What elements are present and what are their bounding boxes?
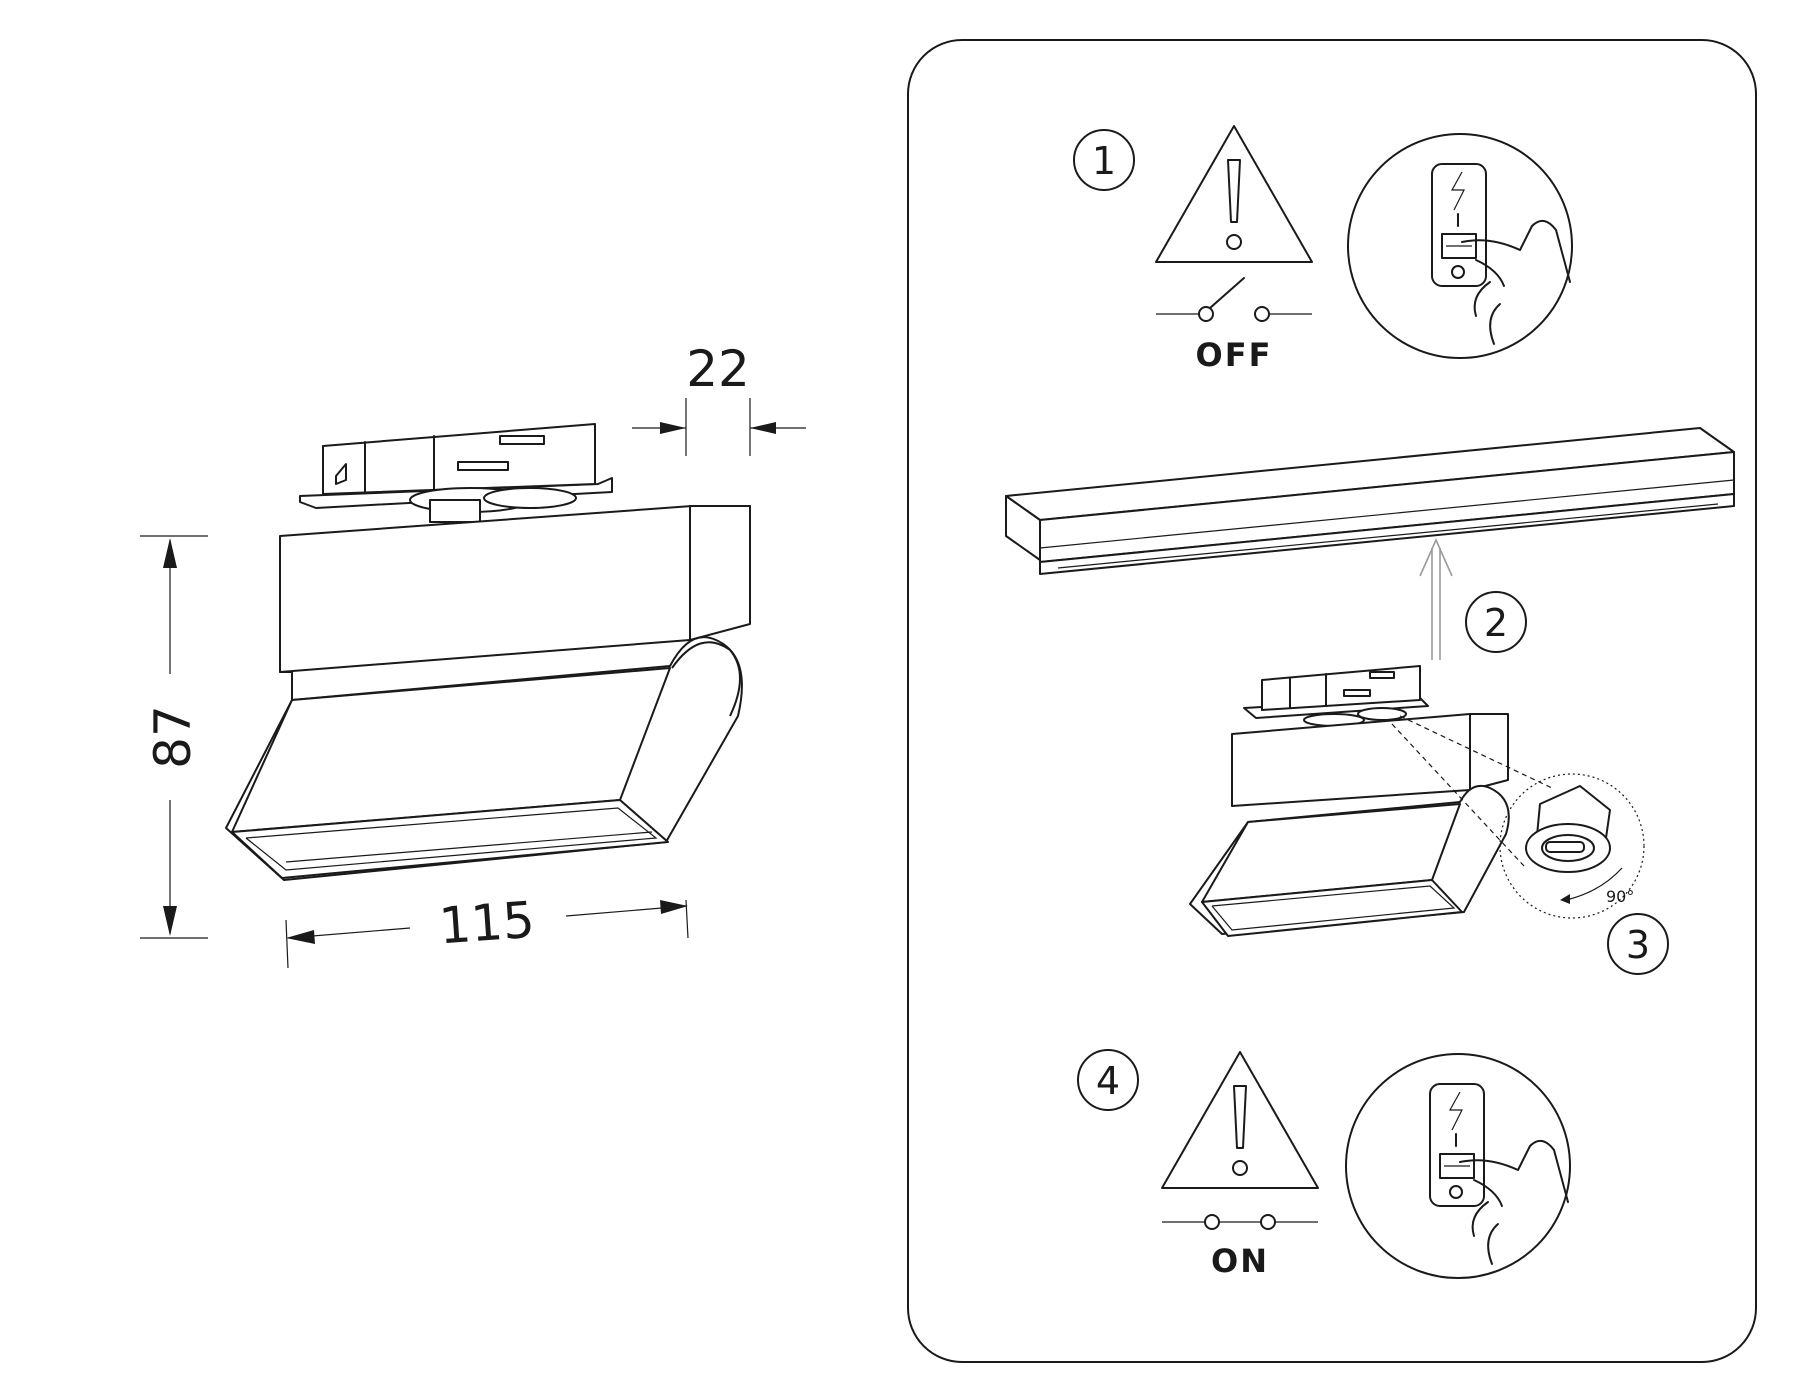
dimension-height-label: 87 [144,705,202,769]
dimension-width-label: 115 [437,891,536,956]
dimension-depth: 22 [632,340,806,456]
dimension-height: 87 [140,535,208,939]
rotation-angle-label: 90° [1606,887,1634,906]
luminaire-upper-body [279,505,751,673]
step-1-power-off: 1 OFF [1073,125,1573,374]
breaker-hand-icon [1345,1053,1571,1279]
step-4-number: 4 [1096,1059,1120,1103]
step-3-number: 3 [1626,923,1650,967]
step-3: 3 [1607,913,1669,975]
switch-on-label: ON [1211,1242,1269,1280]
track-adapter [299,423,613,523]
luminaire-mounting-view [1189,665,1553,937]
step-2: 2 [1465,591,1527,653]
step-1-number: 1 [1092,139,1116,183]
breaker-hand-icon [1347,133,1573,359]
warning-icon [1161,1051,1319,1189]
product-dimension-drawing: 22 87 115 [140,340,806,969]
step-3-badge [1607,913,1669,975]
installation-panel: 1 OFF [907,39,1757,1363]
step-4-power-on: 4 ON [1077,1049,1571,1280]
track-rail [1005,427,1735,575]
rotation-detail: 90° [1499,773,1645,919]
arrow-up-icon [1419,538,1453,660]
switch-off-label: OFF [1196,336,1273,374]
step-1-badge [1073,129,1135,191]
switch-off-icon [1156,277,1312,322]
dimension-width: 115 [285,891,689,969]
step-4-badge [1077,1049,1139,1111]
step-2-badge [1465,591,1527,653]
step-2-number: 2 [1484,601,1508,645]
switch-on-icon [1162,1214,1318,1230]
luminaire-head [225,636,743,881]
warning-icon [1155,125,1313,263]
dimension-depth-label: 22 [686,340,750,398]
